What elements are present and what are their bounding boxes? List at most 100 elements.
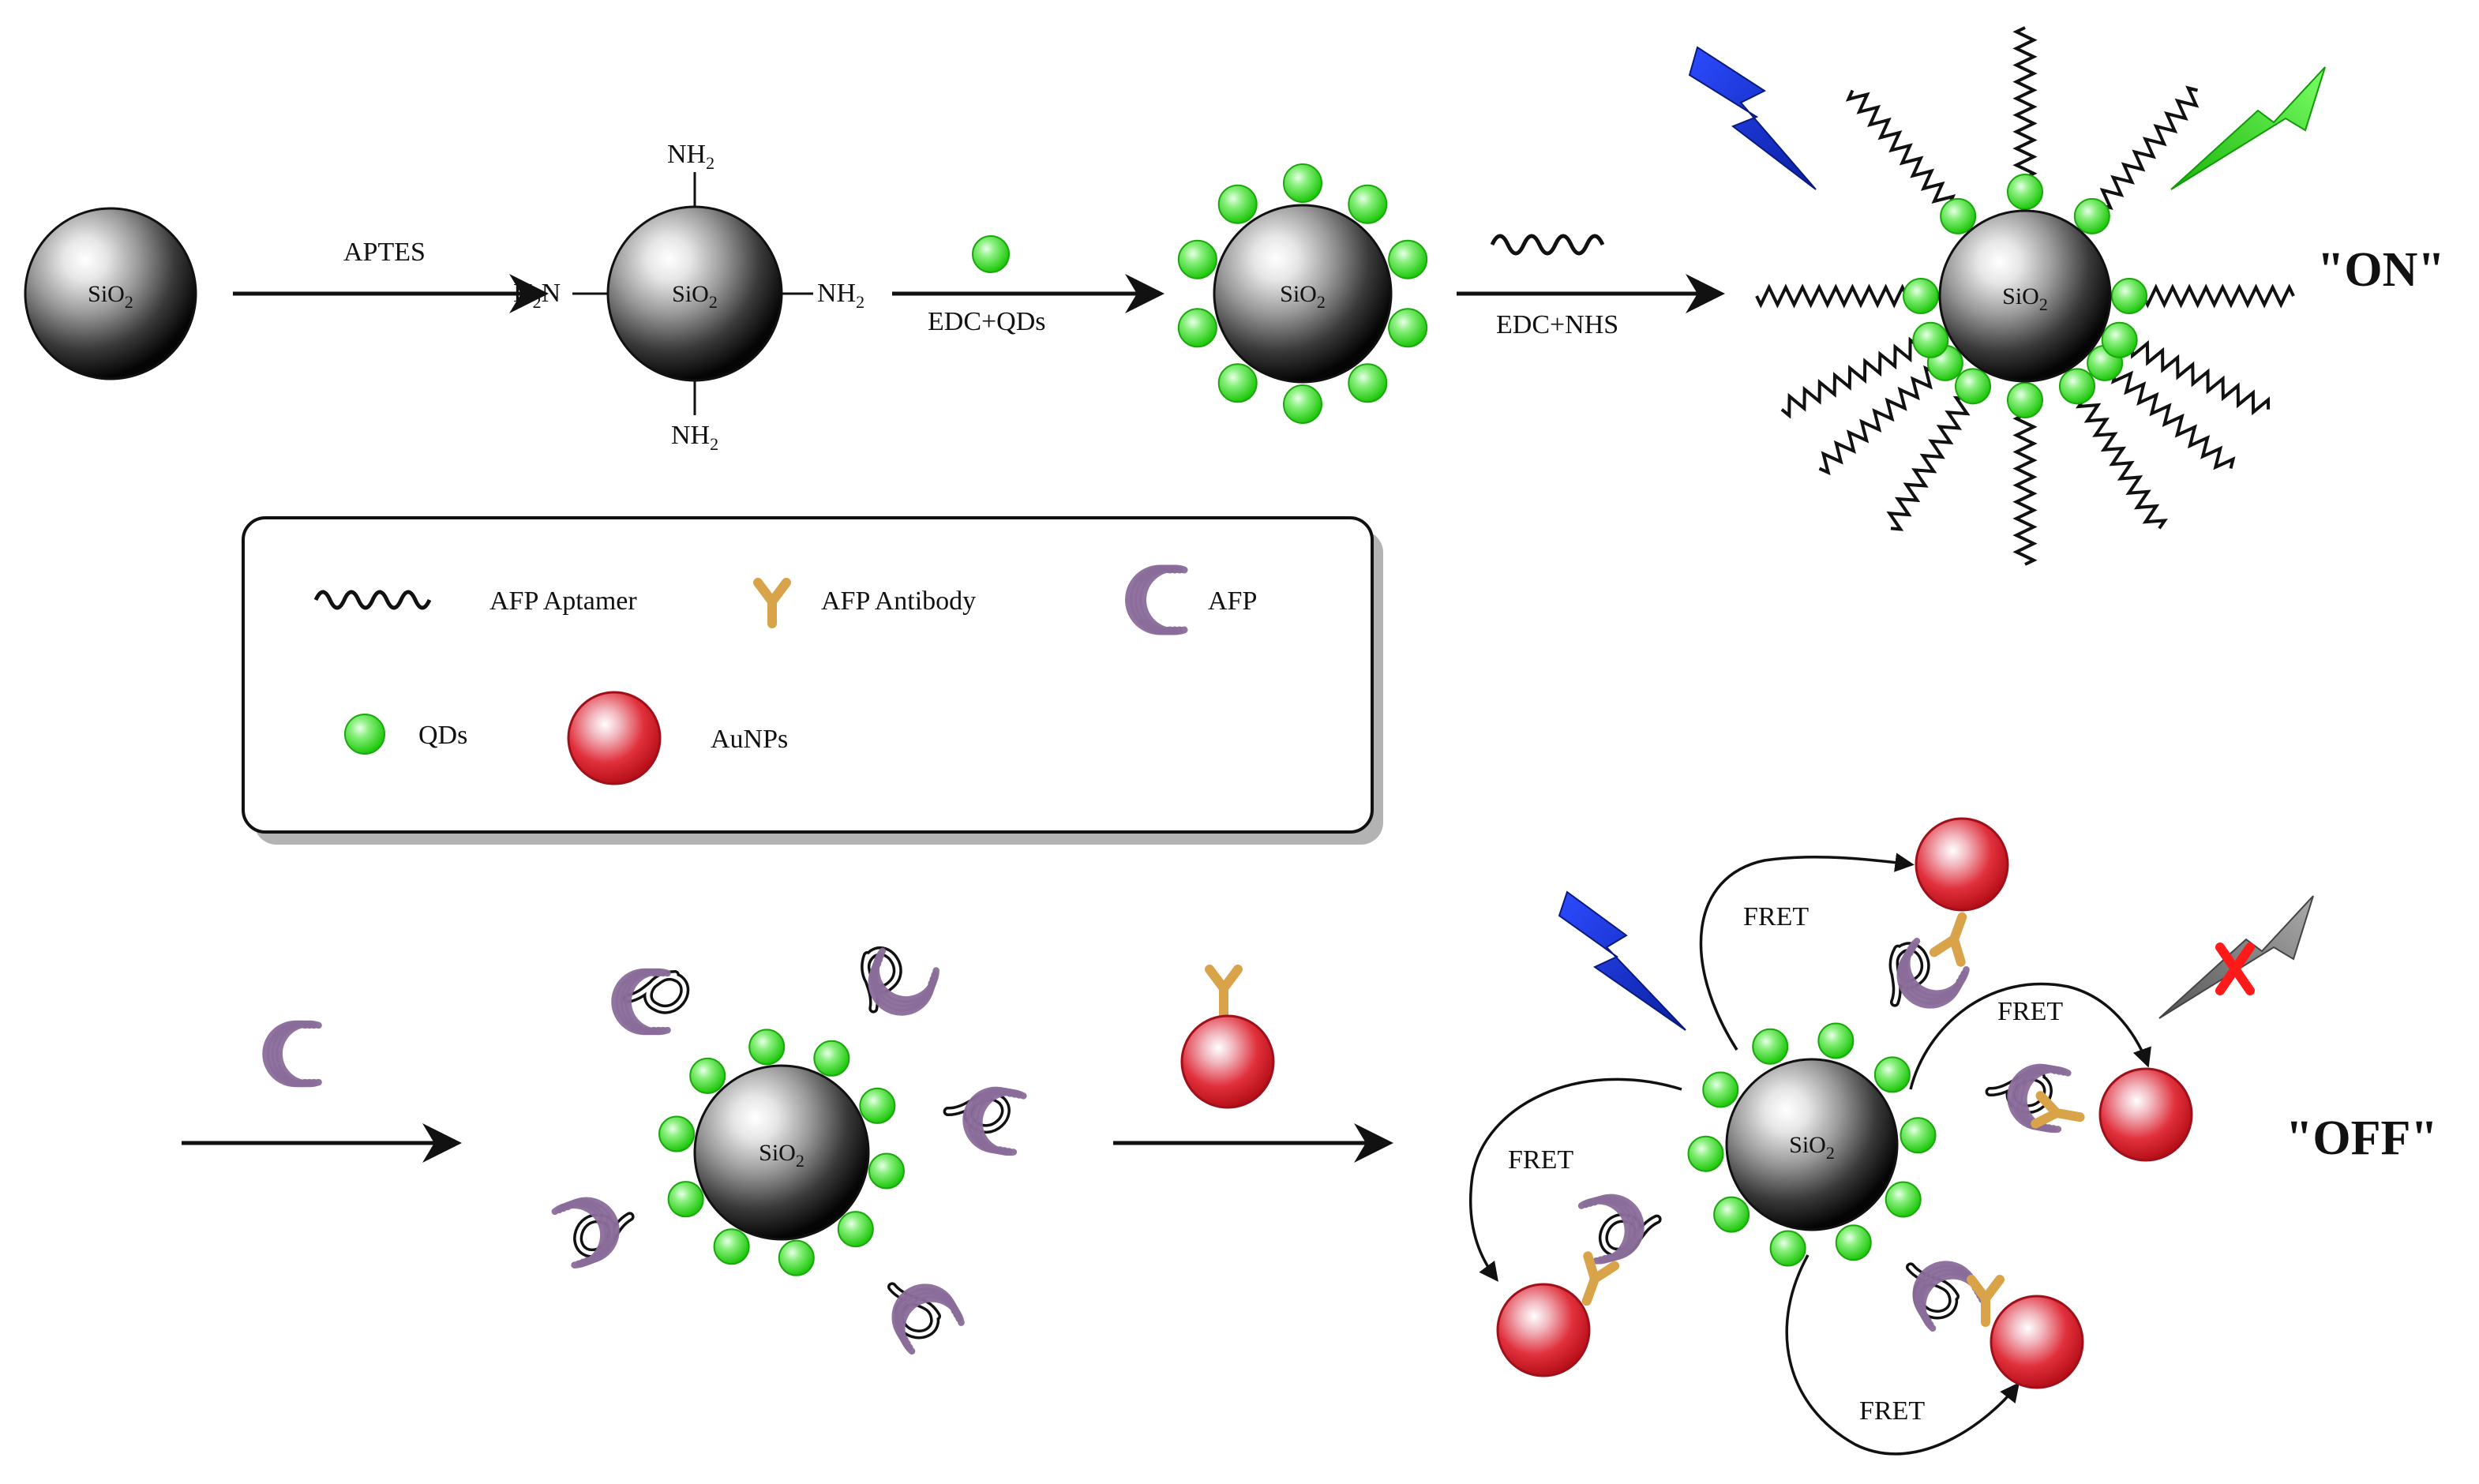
aptamer-loop <box>1888 942 1930 1007</box>
afp-protein-icon <box>868 947 939 1016</box>
quantum-dot <box>1687 1135 1724 1172</box>
svg-text:QDs: QDs <box>418 721 467 750</box>
quantum-dot <box>2073 197 2110 234</box>
fret-arrow-icon <box>1785 1254 2020 1456</box>
quantum-dot <box>1835 1224 1872 1261</box>
fret-label: FRET <box>1508 1145 1573 1175</box>
svg-text:SiO2: SiO2 <box>2002 283 2048 314</box>
antibody-icon <box>1967 1275 2005 1327</box>
quantum-dot <box>1912 321 1949 358</box>
quantum-dot <box>1177 239 1217 279</box>
svg-text:H2N: H2N <box>513 279 561 312</box>
edc-qds-arrow: EDC+QDs <box>892 274 1164 336</box>
on-state-label: "ON" <box>2317 243 2445 297</box>
svg-text:NH2: NH2 <box>671 421 718 454</box>
fret-arrow-icon <box>1909 982 2151 1090</box>
quantum-dot <box>1348 184 1388 224</box>
legend-aunp-icon <box>567 691 662 785</box>
afp-protein-icon <box>262 1020 322 1088</box>
quantum-dot <box>1283 163 1322 203</box>
aptamer-strand <box>1780 336 1919 419</box>
legend-aptamer-icon <box>313 590 432 610</box>
edc-qds-label: EDC+QDs <box>928 307 1046 336</box>
quantum-dot <box>859 1087 896 1124</box>
svg-text:AFP: AFP <box>1208 586 1257 616</box>
svg-text:SiO2: SiO2 <box>1789 1132 1835 1163</box>
aptamer-strand <box>2076 397 2168 530</box>
fret-label: FRET <box>1859 1396 1925 1426</box>
edc-nhs-arrow: EDC+NHS <box>1457 274 1725 339</box>
gold-nanoparticle <box>1915 817 2009 912</box>
legend: AFP Aptamer AFP Antibody AFP QDs AuNPs <box>242 516 1383 845</box>
quantum-dot <box>1903 278 1939 314</box>
quantum-dot <box>658 1115 696 1152</box>
afp-protein-icon <box>1896 937 1970 1009</box>
off-state-label: "OFF" <box>2286 1111 2438 1165</box>
gold-nanoparticle <box>2098 1067 2193 1162</box>
quantum-dot <box>2059 368 2095 405</box>
blue-lightning-icon <box>1688 46 1817 190</box>
bare-silica-particle: SiO2 <box>24 207 197 380</box>
aminated-silica-particle: SiO2 NH2 NH2 NH2 H2N <box>513 140 864 454</box>
aptamer-reagent-icon <box>1490 234 1605 256</box>
aptamer-strand <box>1845 89 1956 206</box>
aptamer-strand <box>2130 339 2271 416</box>
quantum-dot <box>813 1040 850 1077</box>
afp-protein-icon <box>891 1284 965 1355</box>
svg-text:SiO2: SiO2 <box>1280 281 1326 312</box>
aptamer-strand <box>2012 413 2038 566</box>
aptamer-strand <box>2012 26 2038 179</box>
fret-arrow-icon <box>1468 1077 1682 1282</box>
svg-text:SiO2: SiO2 <box>759 1140 804 1171</box>
svg-text:AFP Antibody: AFP Antibody <box>821 586 976 616</box>
afp-protein-icon <box>611 968 671 1036</box>
aptamer-probe-on: SiO2 <box>1755 26 2295 566</box>
quantum-dot <box>837 1211 874 1248</box>
quantum-dot <box>1177 308 1217 348</box>
edc-nhs-label: EDC+NHS <box>1496 310 1618 339</box>
quantum-dot <box>1713 1196 1750 1233</box>
fret-label: FRET <box>1997 997 2063 1026</box>
aptes-arrow: APTES <box>233 238 549 313</box>
afp-protein-icon <box>1577 1194 1645 1265</box>
quantum-dot <box>1702 1071 1739 1108</box>
qd-reagent-icon <box>972 235 1010 273</box>
quantum-dot <box>1348 363 1388 403</box>
sandwich-probe-off: SiO2 <box>1468 817 2193 1456</box>
quantum-dot <box>667 1181 704 1218</box>
afp-protein-icon <box>962 1086 1027 1156</box>
quantum-dot <box>1955 368 1991 405</box>
antibody-icon <box>2031 1091 2085 1129</box>
antibody-icon <box>1581 1251 1620 1306</box>
grey-lightning-icon <box>2158 895 2314 1019</box>
qd-coated-silica-particle: SiO2 <box>1177 163 1428 424</box>
gold-nanoparticle <box>1990 1295 2084 1389</box>
quantum-dot <box>1900 1117 1937 1154</box>
svg-text:AFP Aptamer: AFP Aptamer <box>489 586 637 616</box>
svg-text:NH2: NH2 <box>817 279 864 312</box>
afp-addition <box>182 1020 462 1163</box>
svg-text:NH2: NH2 <box>667 140 714 173</box>
blue-lightning-icon <box>1558 890 1686 1031</box>
aptamer-strand <box>1886 395 1971 531</box>
quantum-dot <box>1388 239 1428 279</box>
afp-protein-icon <box>551 1197 620 1269</box>
cross-icon <box>2215 942 2255 995</box>
quantum-dot <box>2007 174 2043 210</box>
quantum-dot <box>1217 184 1258 224</box>
quantum-dot <box>748 1029 786 1066</box>
fret-arrow-icon <box>1699 853 1915 1051</box>
gold-nanoparticle <box>1496 1283 1591 1377</box>
svg-text:AuNPs: AuNPs <box>711 725 788 754</box>
quantum-dot <box>1752 1028 1789 1065</box>
legend-antibody-icon <box>753 578 791 628</box>
svg-text:SiO2: SiO2 <box>672 281 718 312</box>
svg-text:SiO2: SiO2 <box>88 281 133 312</box>
quantum-dot <box>713 1228 750 1265</box>
afp-bound-particle: SiO2 <box>551 946 1027 1355</box>
antibody-icon <box>1929 912 1967 967</box>
aptamer-loop <box>623 970 690 1014</box>
quantum-dot <box>1217 363 1258 403</box>
aptes-label: APTES <box>343 238 426 267</box>
quantum-dot <box>2007 382 2043 418</box>
